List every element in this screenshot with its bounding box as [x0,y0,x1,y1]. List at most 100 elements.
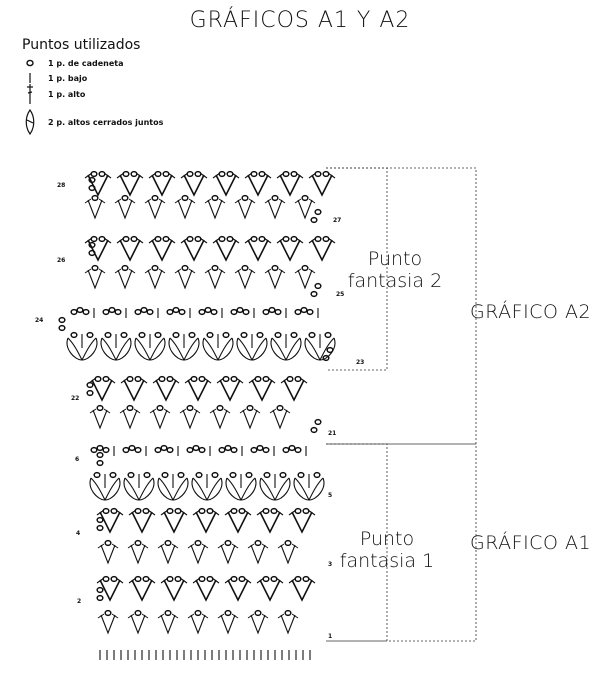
v-stitch-symbol [219,379,241,402]
v-stitch-symbol [190,614,206,635]
v-stitch-bar [248,198,256,204]
v-stitch-symbol [311,174,333,197]
v-stitch-bar [111,543,119,549]
dc2tog-symbol [240,477,257,501]
legend-label-dc2tog: 2 p. altos cerrados juntos [48,117,164,127]
chain-stitch-symbol [262,575,270,583]
chain-stitch-symbol [279,471,287,479]
chain-stitch-symbol [190,375,198,383]
chain-stitch-symbol [258,235,266,243]
v-stitch-bar [187,543,195,549]
row-number-4: 4 [76,530,81,537]
v-stitch-symbol [100,614,116,635]
chain-stitch-symbol [216,404,224,412]
v-stitch-bar [283,408,291,414]
dc2tog-symbol [319,337,336,361]
v-stitch-bar [114,268,122,274]
chain-stitch-symbol [211,194,219,202]
chain-stitch-symbol [70,308,78,316]
chain-stitch-symbol [245,471,253,479]
v-stitch-bar [84,198,92,204]
chain-stitch-symbol [164,609,172,617]
dc2tog-symbol [304,337,321,361]
row-number-27: 27 [333,217,342,224]
chain-stitch-symbol [154,170,162,178]
v-stitch-bar [277,543,285,549]
chain-stitch-symbol [314,170,322,178]
v-stitch-symbol [279,239,301,262]
v-stitch-symbol [99,579,121,602]
v-stitch-symbol [220,614,236,635]
v-stitch-bar [204,268,212,274]
chain-stitch-symbol [262,375,270,383]
chain-stitch-symbol [204,306,212,314]
chain-stitch-symbol [178,308,186,316]
v-stitch-bar [128,268,136,274]
chain-stitch-symbol [174,507,182,515]
chain-stitch-symbol [206,331,214,339]
v-stitch-bar [89,408,97,414]
chain-stitch-symbol [166,308,174,316]
v-stitch-bar [171,613,179,619]
v-stitch-bar [239,408,247,414]
row-number-5: 5 [328,492,333,499]
chain-stitch-symbol [120,331,128,339]
v-stitch-symbol [92,409,108,430]
chain-stitch-symbol [166,575,174,583]
v-stitch-bar [103,408,111,414]
chain-stitch-symbol [186,404,194,412]
row-number-23: 23 [356,359,365,366]
v-stitch-bar [98,268,106,274]
chain-stitch-symbol [151,194,159,202]
chain-stitch-symbol [322,235,330,243]
chain-stitch-symbol [294,375,302,383]
chain-stitch-symbol [211,471,219,479]
v-stitch-bar [193,408,201,414]
chain-stitch-symbol [282,235,290,243]
chain-stitch-symbol [284,539,292,547]
chain-stitch-symbol [230,308,238,316]
v-stitch-symbol [123,379,145,402]
dc2tog-symbol [172,477,189,501]
chain-stitch-symbol [104,609,112,617]
chain-stitch-symbol [121,264,129,272]
v-stitch-bar [157,543,165,549]
chain-stitch-symbol [98,170,106,178]
chain-stitch-symbol [242,308,250,316]
v-stitch-bar [308,198,316,204]
v-stitch-symbol [227,511,249,534]
row-number-3: 3 [328,561,333,568]
chain-stitch-symbol [162,170,170,178]
v-stitch-symbol [220,544,236,565]
v-stitch-symbol [283,379,305,402]
chain-stitch-symbol [96,594,104,602]
chain-stitch-symbol [206,575,214,583]
v-stitch-symbol [130,614,146,635]
v-stitch-bar [84,268,92,274]
chain-stitch-symbol [250,235,258,243]
chain-stitch-symbol [102,308,110,316]
bracket-grafico-a1 [326,443,477,642]
chain-stitch-symbol [198,575,206,583]
label-punto-fantasia-2: Punto fantasia 2 [330,248,460,292]
chain-stitch-symbol [130,235,138,243]
v-stitch-symbol [183,239,205,262]
v-stitch-bar [201,543,209,549]
v-stitch-bar [163,408,171,414]
v-stitch-bar [119,408,127,414]
chain-stitch-symbol [294,446,302,454]
chain-stitch-symbol [166,446,174,454]
dc2tog-symbol [259,477,276,501]
dc2tog-symbol [115,337,132,361]
row-number-22: 22 [71,395,80,402]
v-stitch-bar [277,613,285,619]
chain-stitch-symbol [198,507,206,515]
legend-item-double: 1 p. alto [18,84,85,104]
chain-stitch-symbol [222,331,230,339]
chain-stitch-symbol [270,507,278,515]
chain-stitch-symbol [226,235,234,243]
v-stitch-bar [248,268,256,274]
v-stitch-symbol [195,511,217,534]
row-number-26: 26 [57,257,66,264]
